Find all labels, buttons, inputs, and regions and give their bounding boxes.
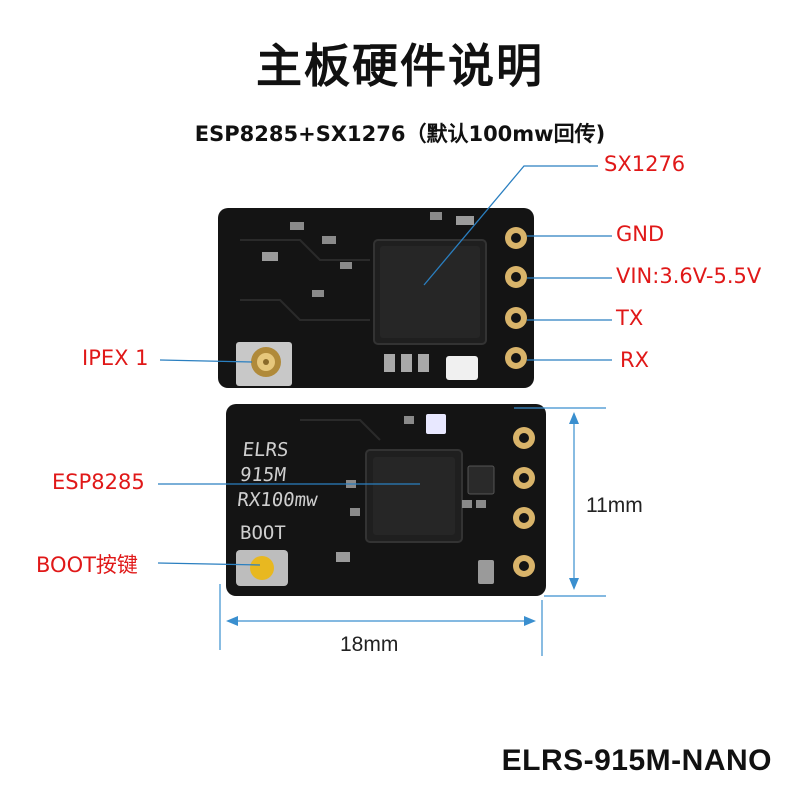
page-title: 主板硬件说明 xyxy=(256,39,544,93)
silkscreen-boot: BOOT xyxy=(240,522,286,544)
label-vin: VIN:3.6V-5.5V xyxy=(616,264,762,288)
label-sx1276: SX1276 xyxy=(604,152,686,176)
crystal xyxy=(446,356,478,380)
board-front xyxy=(218,208,534,388)
label-gnd: GND xyxy=(616,222,665,246)
silkscreen-line3: RX100mw xyxy=(236,489,319,511)
led xyxy=(426,414,446,434)
label-rx: RX xyxy=(620,348,649,372)
leader-sx1276 xyxy=(423,165,598,286)
label-tx: TX xyxy=(616,306,644,330)
leader-ipex xyxy=(159,359,253,363)
leader-boot xyxy=(157,562,261,566)
dimension-width: 18mm xyxy=(340,633,399,656)
silkscreen-line2: 915M xyxy=(238,464,287,486)
silkscreen-block: ELRS 915M RX100mw xyxy=(236,438,324,513)
chip-summary: ESP8285+SX1276（默认100mw回传) xyxy=(194,122,606,146)
label-boot: BOOT按键 xyxy=(36,553,138,577)
label-ipex: IPEX 1 xyxy=(82,346,149,370)
model-name: ELRS-915M-NANO xyxy=(501,744,772,777)
label-esp8285: ESP8285 xyxy=(52,470,145,494)
leader-lines xyxy=(157,165,612,566)
front-pads xyxy=(505,227,527,369)
silkscreen-line1: ELRS xyxy=(241,439,290,461)
dimension-lines xyxy=(219,407,606,656)
dimension-height: 11mm xyxy=(586,494,643,517)
back-pads xyxy=(513,427,535,577)
board-back xyxy=(226,404,546,596)
